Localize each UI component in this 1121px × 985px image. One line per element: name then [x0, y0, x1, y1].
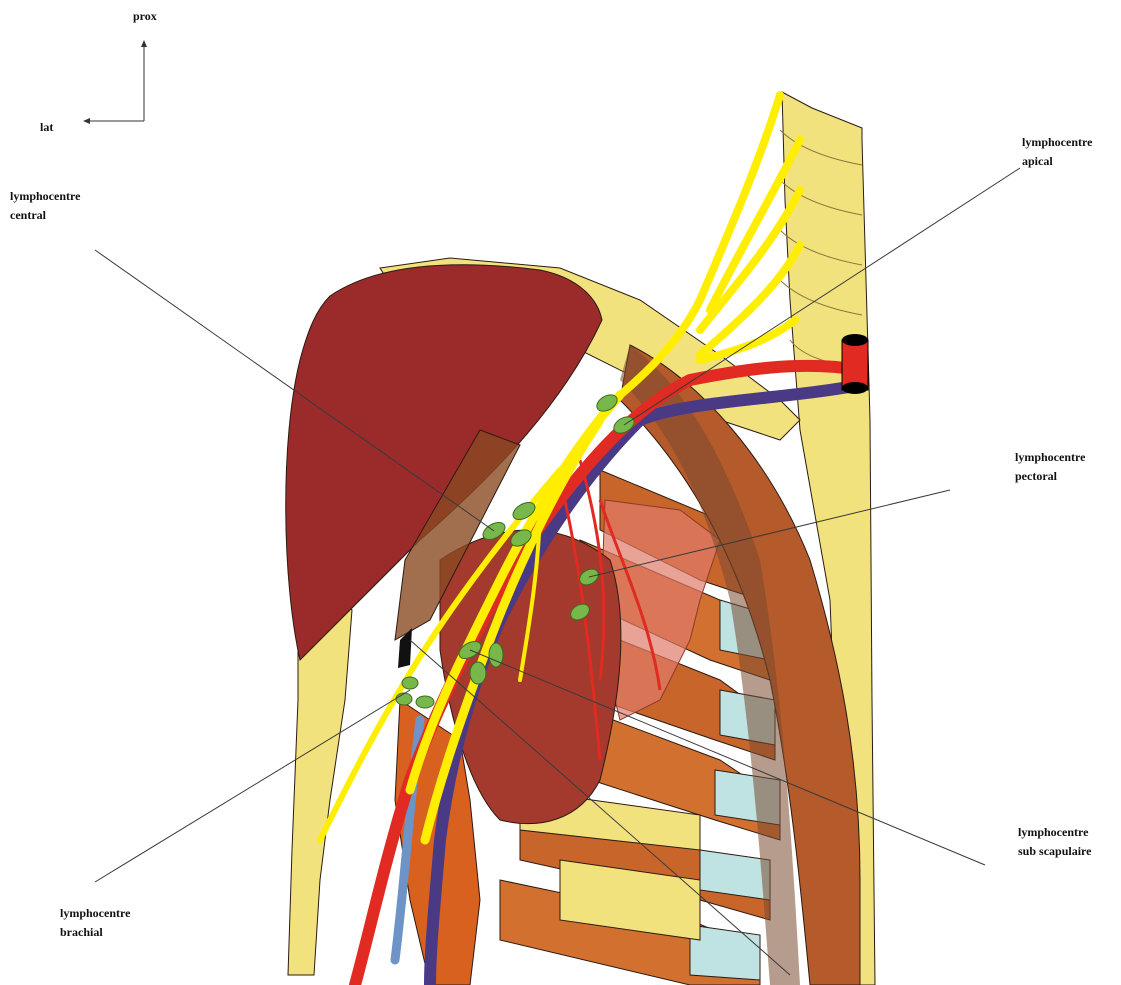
label-apical: lymphocentre apical — [1022, 135, 1095, 168]
orientation-arrows: prox lat — [40, 9, 157, 134]
lymph-node-brachial — [402, 677, 418, 689]
lateral-direction-label: lat — [40, 120, 53, 134]
artery-cross-section — [842, 334, 868, 394]
humerus — [288, 600, 352, 975]
label-subscapular: lymphocentre sub scapulaire — [1018, 825, 1092, 858]
label-central: lymphocentre central — [10, 189, 83, 222]
label-brachial: lymphocentre brachial — [60, 906, 133, 939]
lymph-node-brachial — [396, 693, 412, 705]
label-pectoral: lymphocentre pectoral — [1015, 450, 1088, 483]
proximal-direction-label: prox — [133, 9, 157, 23]
anatomy-illustration — [286, 92, 875, 985]
lymph-node-brachial — [416, 696, 434, 708]
lymph-node-subscapular — [470, 662, 486, 684]
